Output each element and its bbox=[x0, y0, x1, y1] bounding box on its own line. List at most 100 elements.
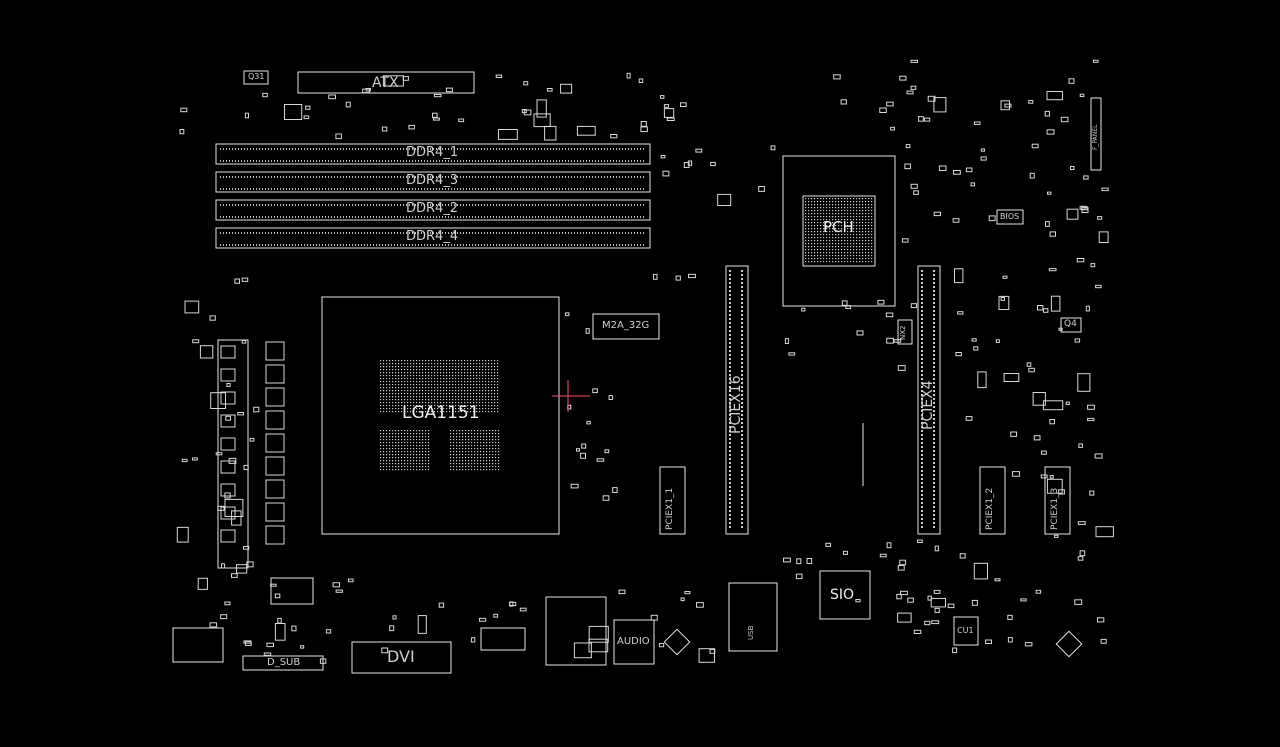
pcie-pin bbox=[921, 522, 923, 524]
pcie-x1-2-slot[interactable] bbox=[979, 466, 1006, 535]
cpu-pin bbox=[383, 363, 385, 365]
cpu-pin bbox=[443, 381, 445, 383]
cpu-pin bbox=[398, 366, 400, 368]
cpu-pin bbox=[437, 387, 439, 389]
smd-part bbox=[788, 352, 796, 356]
pcie-pin bbox=[741, 438, 743, 440]
cpu-pin bbox=[404, 436, 406, 438]
pcie-x4-slot[interactable] bbox=[917, 265, 941, 535]
ddr4-slot-2[interactable] bbox=[215, 199, 651, 221]
cpu-pin bbox=[413, 390, 415, 392]
dvi-connector[interactable] bbox=[351, 641, 452, 674]
sio-chip[interactable] bbox=[819, 570, 871, 620]
ddr-pin bbox=[298, 148, 299, 150]
cpu-pin bbox=[413, 393, 415, 395]
ddr-pin bbox=[619, 188, 620, 190]
cpu-pin bbox=[468, 433, 470, 435]
pch-outline[interactable] bbox=[782, 155, 896, 307]
f-panel-header[interactable] bbox=[1090, 97, 1102, 171]
ddr-pin bbox=[331, 204, 332, 206]
cpu-pin bbox=[486, 439, 488, 441]
pcie-pin bbox=[729, 274, 731, 276]
smd-part bbox=[1053, 534, 1059, 538]
usb-lan-connector[interactable] bbox=[545, 596, 607, 666]
ddr-pin bbox=[535, 148, 536, 150]
cpu-pin bbox=[395, 408, 397, 410]
cpu-pin bbox=[497, 384, 499, 386]
pcie-pin bbox=[921, 286, 923, 288]
ddr-pin bbox=[565, 216, 566, 218]
cpu-pin bbox=[380, 369, 382, 371]
ddr-pin bbox=[349, 232, 350, 234]
cpu-pin bbox=[488, 402, 490, 404]
cpu-pin bbox=[461, 378, 463, 380]
cpu-pin bbox=[465, 451, 467, 453]
audio-jack[interactable] bbox=[613, 619, 655, 665]
ddr-pin bbox=[433, 160, 434, 162]
ddr4-slot-3[interactable] bbox=[215, 171, 651, 193]
ddr-pin bbox=[499, 232, 500, 234]
ddr4-slot-4[interactable] bbox=[215, 227, 651, 249]
cpu-pin bbox=[437, 390, 439, 392]
ddr-pin bbox=[550, 216, 551, 218]
cpu-pin bbox=[419, 387, 421, 389]
ddr-pin bbox=[280, 216, 281, 218]
ddr-pin bbox=[379, 232, 380, 234]
pcie-pin bbox=[921, 310, 923, 312]
cpu-pin bbox=[422, 436, 424, 438]
cpu-pin bbox=[498, 454, 500, 456]
pch-ball bbox=[871, 234, 873, 236]
cpu-pin bbox=[431, 384, 433, 386]
ddr-pin bbox=[433, 244, 434, 246]
cpu-pin bbox=[495, 433, 497, 435]
pch-ball bbox=[820, 207, 822, 209]
ddr-pin bbox=[487, 148, 488, 150]
bios-chip[interactable] bbox=[996, 209, 1024, 225]
m2-connector[interactable] bbox=[592, 313, 660, 340]
cpu-pin bbox=[401, 366, 403, 368]
ddr-pin bbox=[367, 176, 368, 178]
cpu-pin bbox=[386, 460, 388, 462]
ddr-pin bbox=[280, 188, 281, 190]
pch-ball bbox=[850, 210, 852, 212]
pch-ball bbox=[841, 198, 843, 200]
ddr-pin bbox=[412, 232, 413, 234]
cpu-pin bbox=[497, 396, 499, 398]
pcie-pin bbox=[741, 362, 743, 364]
cpu-pin bbox=[404, 408, 406, 410]
pcie-x1-3-slot[interactable] bbox=[1044, 466, 1071, 535]
smd-part bbox=[1065, 401, 1070, 406]
ddr-pin bbox=[286, 176, 287, 178]
atx-connector[interactable] bbox=[297, 71, 475, 94]
cpu-pin bbox=[407, 369, 409, 371]
cpu-pin bbox=[443, 408, 445, 410]
pcie-pin bbox=[729, 346, 731, 348]
pcie-x1-1-slot[interactable] bbox=[659, 466, 686, 535]
cpu-socket-outline[interactable] bbox=[321, 296, 560, 535]
ddr-pin bbox=[394, 204, 395, 206]
usb-connector[interactable] bbox=[728, 582, 778, 652]
cpu-pin bbox=[389, 369, 391, 371]
pch-ball bbox=[847, 216, 849, 218]
pcie-pin bbox=[933, 334, 935, 336]
cpu-pin bbox=[395, 393, 397, 395]
cpu-pin bbox=[410, 448, 412, 450]
pcie-pin bbox=[729, 314, 731, 316]
ddr4-slot-1[interactable] bbox=[215, 143, 651, 165]
ddr-pin bbox=[445, 148, 446, 150]
cpu-pin bbox=[486, 448, 488, 450]
q4-component bbox=[1060, 317, 1082, 333]
cpu-pin bbox=[440, 399, 442, 401]
pch-ball bbox=[805, 252, 807, 254]
cpu-pin bbox=[398, 399, 400, 401]
ddr-pin bbox=[307, 176, 308, 178]
cpu-pin bbox=[425, 372, 427, 374]
cpu-pin bbox=[456, 433, 458, 435]
pcie-pin bbox=[933, 514, 935, 516]
vrm-column bbox=[217, 339, 249, 569]
ddr-pin bbox=[514, 176, 515, 178]
pcie-x16-slot[interactable] bbox=[725, 265, 749, 535]
pcie-pin bbox=[933, 390, 935, 392]
ddr-pin bbox=[280, 176, 281, 178]
pch-ball bbox=[805, 246, 807, 248]
